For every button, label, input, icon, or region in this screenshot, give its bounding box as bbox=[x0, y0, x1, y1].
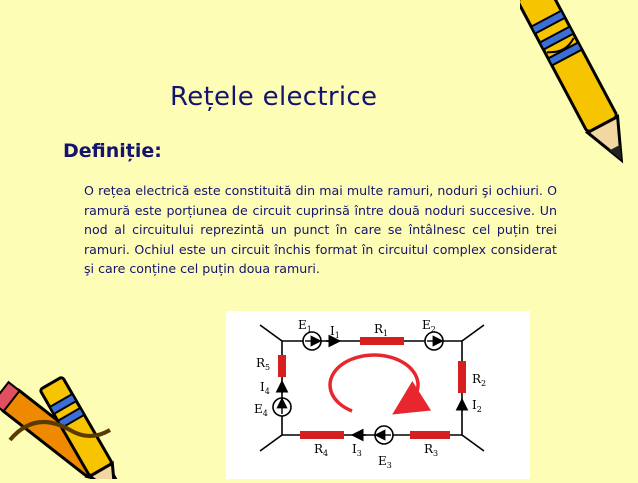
pencils-bundle-icon bbox=[0, 376, 122, 479]
circuit-svg: E1 I1 R1 E2 R5 I4 E4 R2 I2 R4 I3 E3 R3 bbox=[254, 318, 486, 470]
source-e3 bbox=[374, 425, 394, 445]
resistor-r3 bbox=[410, 431, 450, 439]
label-r3: R3 bbox=[424, 442, 438, 458]
label-i4: I4 bbox=[260, 380, 270, 396]
label-e4: E4 bbox=[254, 402, 268, 418]
section-subtitle: Definiție: bbox=[63, 140, 162, 162]
label-r1: R1 bbox=[374, 322, 388, 338]
resistor-r5 bbox=[278, 355, 286, 377]
label-r4: R4 bbox=[314, 442, 328, 458]
resistor-r4 bbox=[300, 431, 344, 439]
label-i2: I2 bbox=[472, 398, 482, 414]
label-e1: E1 bbox=[298, 318, 312, 334]
label-i3: I3 bbox=[352, 442, 362, 458]
source-e2 bbox=[424, 331, 444, 351]
label-e3: E3 bbox=[378, 454, 392, 470]
circuit-diagram: E1 I1 R1 E2 R5 I4 E4 R2 I2 R4 I3 E3 R3 bbox=[226, 311, 530, 479]
source-e1 bbox=[302, 331, 322, 351]
resistor-r1 bbox=[360, 337, 404, 345]
source-e4 bbox=[272, 397, 292, 417]
loop-direction-arrow bbox=[328, 353, 432, 415]
label-r5: R5 bbox=[256, 356, 270, 372]
label-e2: E2 bbox=[422, 318, 436, 334]
resistor-r2 bbox=[458, 361, 466, 393]
definition-paragraph: O rețea electrică este constituită din m… bbox=[84, 183, 557, 277]
label-r2: R2 bbox=[472, 372, 486, 388]
crayon-pencil-icon bbox=[520, 0, 624, 164]
label-i1: I1 bbox=[330, 324, 340, 340]
slide-title: Rețele electrice bbox=[170, 82, 378, 112]
